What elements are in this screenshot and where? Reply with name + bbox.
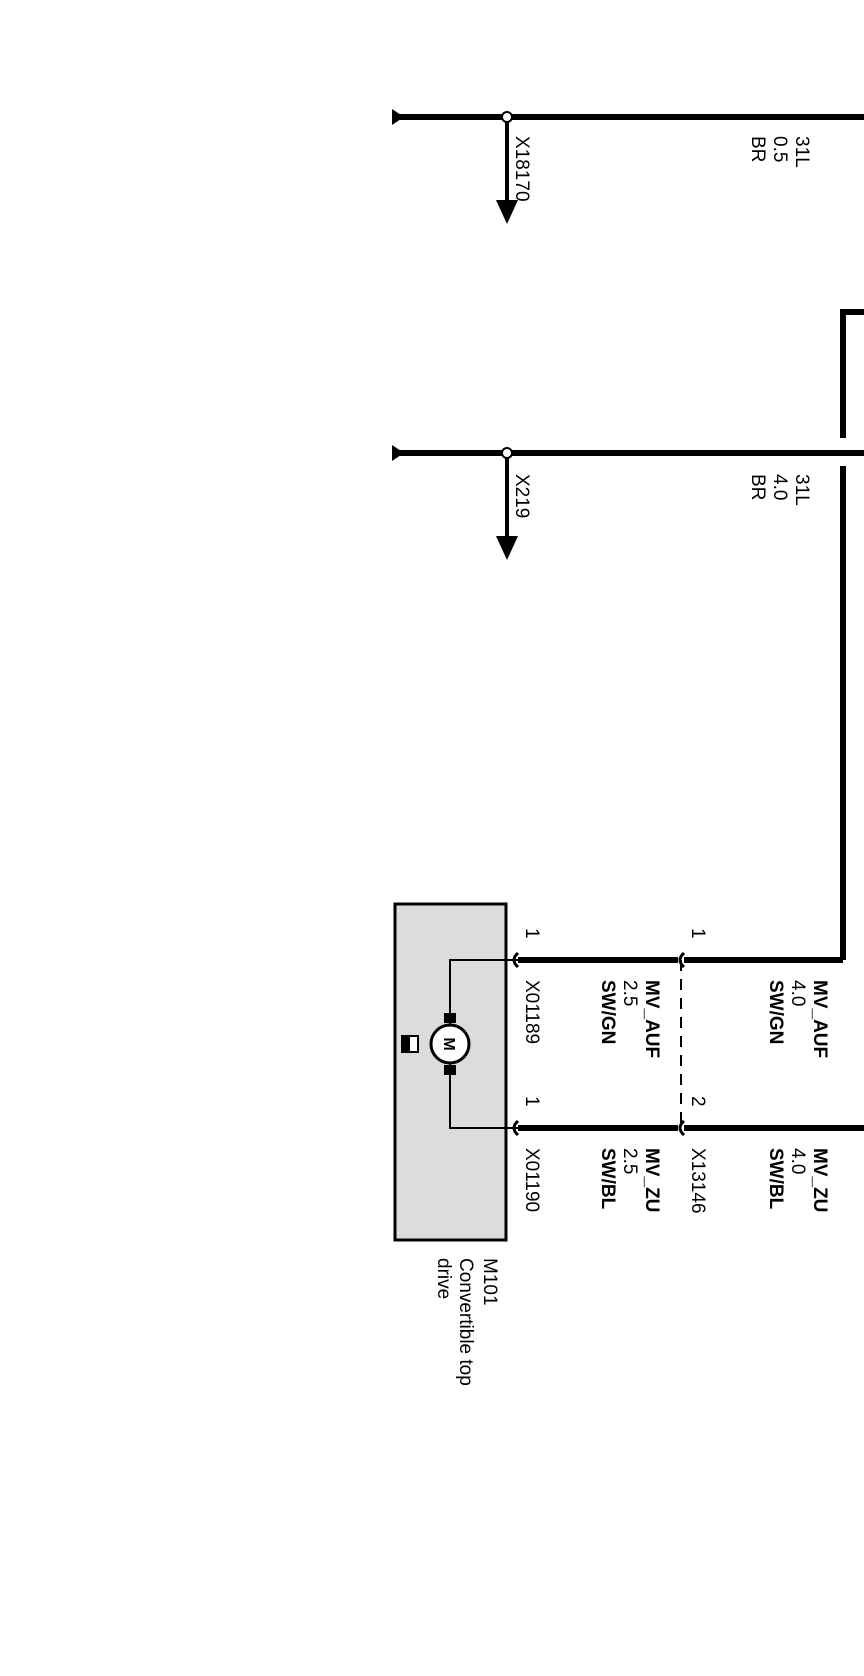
component-m101: M [393,902,518,1242]
connector-label: X13146 [687,1148,708,1214]
auf-routing-wire [840,309,864,960]
auf-outer-wire [678,951,843,969]
wire-end-icon [392,109,404,125]
pin-number: 1 [521,1096,542,1107]
ground-arrow-icon [496,536,518,560]
motor-icon [429,1023,471,1065]
splice-point-icon [501,111,513,123]
wire-size: 0.5 [769,136,790,162]
wire-name: MV_AUF [809,980,830,1058]
wire-size: 2.5 [619,1148,640,1174]
zu-outer-wire [678,1119,864,1137]
component-id: M101 [479,1258,500,1306]
connector-label: X18170 [511,136,532,202]
ground-wire-top [392,109,864,224]
ground-wire-middle [392,445,864,560]
connector-label: X01189 [521,980,542,1044]
connector-label: X01190 [521,1148,542,1212]
wire-name: MV_ZU [641,1148,662,1212]
wire-name: MV_ZU [809,1148,830,1212]
connector-pin-icon [678,1119,686,1137]
wire-end-icon [392,445,404,461]
wire-color: SW/BL [765,1148,786,1210]
zu-inner-wire [512,1119,678,1137]
wire-color: SW/BL [597,1148,618,1210]
wire-size: 2.5 [619,980,640,1006]
wire-color: BR [747,136,768,162]
auf-inner-wire [512,951,678,969]
motor-symbol: M [440,1037,457,1050]
ground-arrow-icon [496,200,518,224]
splice-point-icon [501,447,513,459]
pin-number: 1 [521,928,542,939]
component-name-line1: Convertible top [455,1258,476,1386]
wire-size: 4.0 [787,980,808,1006]
wire-size: 4.0 [787,1148,808,1174]
pin-number: 1 [687,928,708,939]
wire-name: MV_AUF [641,980,662,1058]
wire-size: 4.0 [769,474,790,500]
wire-color: SW/GN [597,980,618,1044]
wire-name: 31L [791,474,812,506]
pin-number: 2 [687,1096,708,1107]
component-name-line2: drive [433,1258,454,1299]
wire-color: SW/GN [765,980,786,1044]
wire-color: BR [747,474,768,500]
connector-label: X219 [511,474,532,518]
wire-name: 31L [791,136,812,168]
